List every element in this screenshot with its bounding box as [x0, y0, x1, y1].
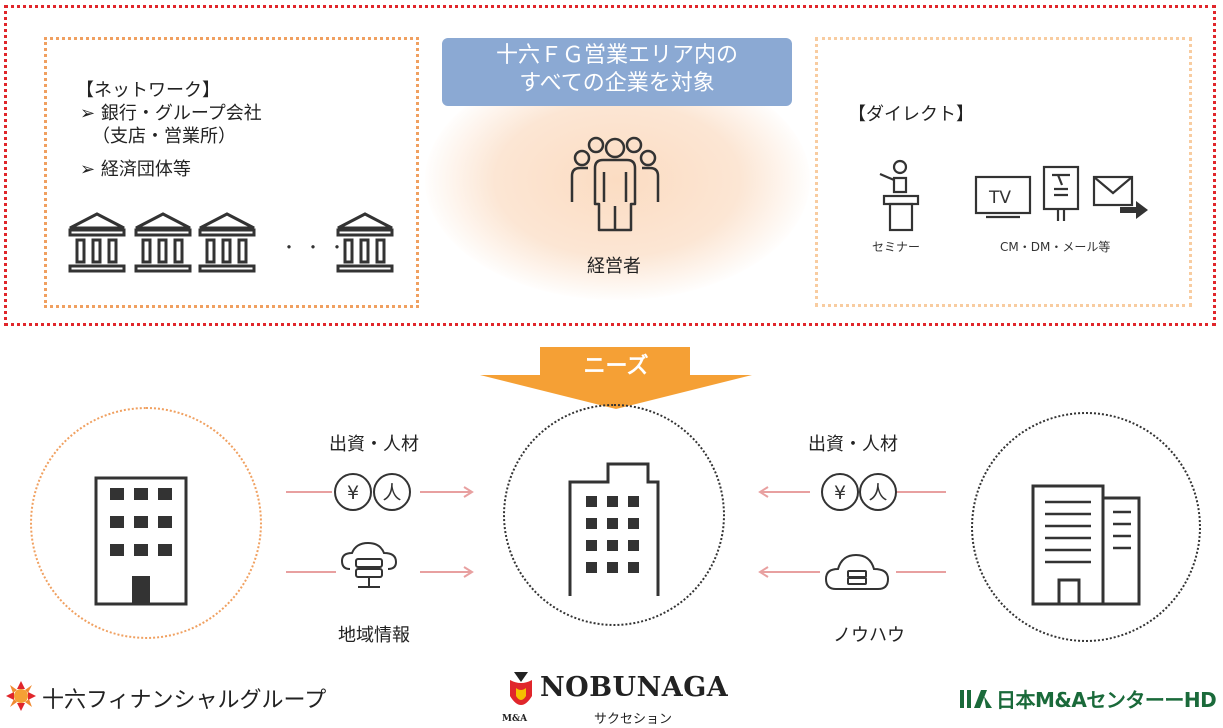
yen-icon: [334, 473, 372, 511]
direct-box: [815, 37, 1192, 307]
network-item-label: 経済団体等: [100, 159, 191, 180]
nobunaga-circle: [503, 404, 725, 626]
send-arrow-icon: [1120, 201, 1148, 219]
network-heading: 【ネットワーク】: [76, 80, 220, 101]
company-building-icon: [94, 476, 188, 606]
nihon-suffix: HD: [1183, 688, 1217, 712]
media-icons: TV: [974, 165, 1148, 221]
yen-icon: [821, 473, 859, 511]
cloud-server-icon: [340, 541, 398, 588]
cloud-server-icon: [824, 553, 890, 590]
seminar-icon: [879, 159, 920, 232]
bullet-icon: ➢: [80, 159, 96, 180]
svg-text:¥: ¥: [834, 482, 846, 504]
svg-text:人: 人: [382, 482, 401, 504]
network-item-economic: ➢ 経済団体等: [80, 155, 191, 181]
target-company-building-icon: [568, 462, 660, 596]
person-icon: [373, 473, 411, 511]
nobunaga-ma: M&A: [502, 714, 528, 724]
tv-text: TV: [988, 188, 1011, 208]
right-flow-arrows: ¥ 人: [758, 473, 946, 590]
network-item-branch: （支店・営業所）: [92, 126, 236, 147]
left-flow-arrows: ¥ 人: [286, 473, 474, 588]
nihon-dash: ー: [1164, 688, 1184, 712]
nihon-logo: 日本M&AセンターーHD: [960, 682, 1220, 716]
nihon-name: 日本M&AセンターーHD: [996, 684, 1217, 713]
nihon-mark-icon: [960, 690, 992, 708]
juroku-logo: 十六フィナンシャルグループ: [0, 678, 326, 714]
direct-heading: 【ダイレクト】: [848, 104, 974, 125]
seminar-label: セミナー: [872, 240, 921, 254]
bank-icon: [134, 212, 192, 273]
nobunaga-sub: サクセション: [594, 712, 673, 727]
left-flow-top-label: 出資・人材: [329, 434, 419, 455]
bank-ellipsis: ・・・: [281, 238, 354, 257]
juroku-name: 十六フィナンシャルグループ: [42, 688, 327, 713]
right-flow-bottom-label: ノウハウ: [833, 625, 905, 646]
person-icon: [859, 473, 897, 511]
target-banner-line1: 十六ＦＧ営業エリア内の: [495, 43, 738, 68]
svg-text:¥: ¥: [347, 482, 359, 504]
tv-icon: [974, 175, 1032, 215]
nobunaga-logo: M&A NOBUNAGA サクセション: [498, 670, 738, 727]
juroku-circle: [30, 407, 262, 639]
network-item-label: 銀行・グループ会社: [100, 103, 262, 124]
mail-icon: [1092, 175, 1134, 207]
nobunaga-main: NOBUNAGA: [540, 672, 729, 703]
bullet-icon: ➢: [80, 103, 96, 124]
right-flow-top-label: 出資・人材: [808, 434, 898, 455]
executives-icon: [570, 136, 660, 232]
nihon-circle: [971, 412, 1201, 642]
mailbox-icon: [1042, 165, 1080, 211]
bank-icon: [198, 212, 256, 273]
svg-text:人: 人: [868, 482, 887, 504]
nihon-name-main: 日本M&Aセンター: [996, 688, 1165, 712]
executives-label: 経営者: [587, 256, 641, 277]
juroku-mark-icon: [6, 681, 36, 711]
network-item-bank: ➢ 銀行・グループ会社: [80, 99, 262, 125]
needs-arrow: ニーズ: [480, 347, 752, 409]
nobunaga-crest-icon: [510, 672, 532, 705]
bank-icon: [68, 212, 126, 273]
left-flow-bottom-label: 地域情報: [338, 625, 410, 646]
network-box: [44, 37, 419, 308]
nihon-building-icon: [1031, 484, 1141, 606]
outer-frame: [4, 5, 1216, 326]
target-banner: 十六ＦＧ営業エリア内の すべての企業を対象: [442, 38, 792, 106]
needs-label: ニーズ: [584, 353, 649, 379]
media-label: CM・DM・メール等: [1000, 240, 1111, 254]
target-banner-line2: すべての企業を対象: [519, 71, 715, 96]
